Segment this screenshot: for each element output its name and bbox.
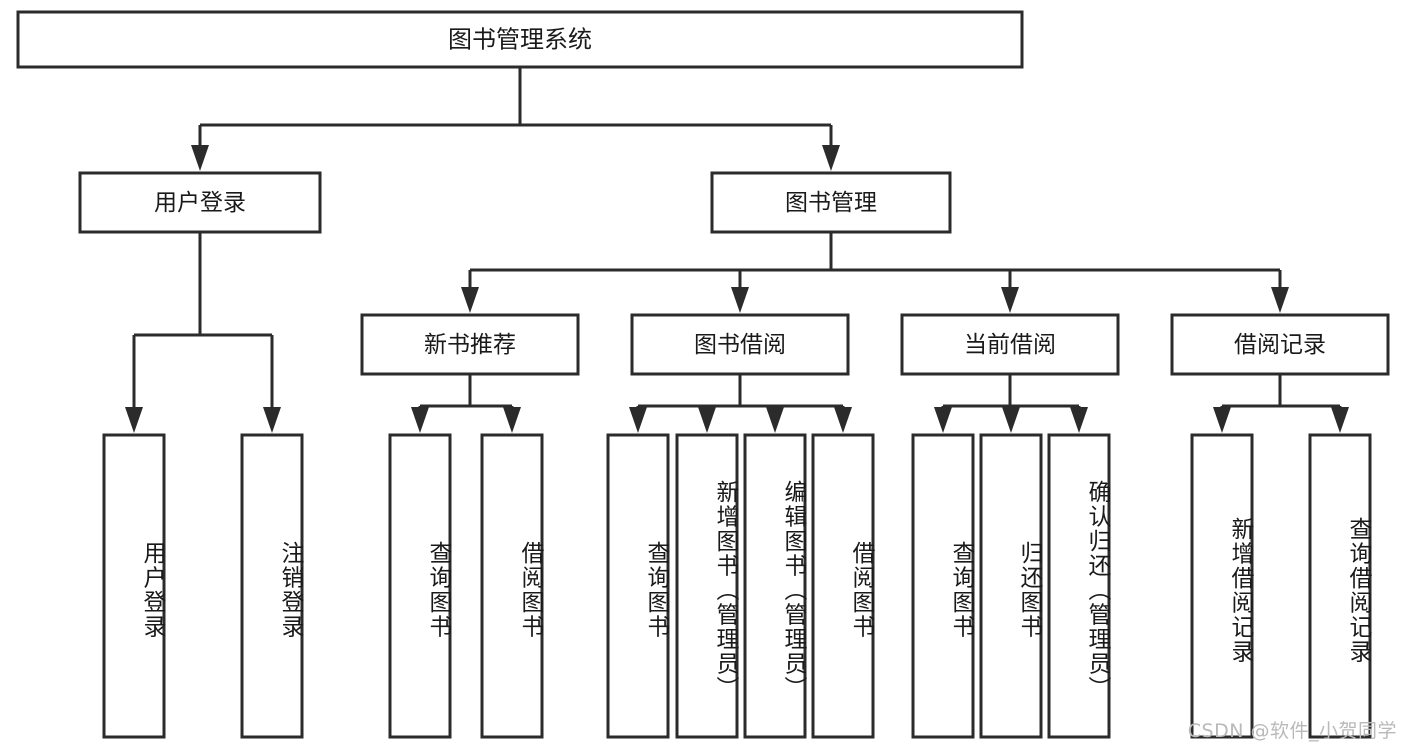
node-leaf-box-1[interactable] bbox=[240, 433, 304, 739]
arrow-head-icon bbox=[125, 407, 143, 433]
node-level1-box-1[interactable] bbox=[710, 171, 952, 234]
node-leaf-box-0[interactable] bbox=[102, 433, 166, 739]
arrow-head-icon bbox=[698, 407, 716, 433]
arrow-head-icon bbox=[1271, 287, 1289, 313]
node-leaf-box-12[interactable] bbox=[1308, 433, 1372, 739]
arrow-head-icon bbox=[1001, 287, 1019, 313]
arrow-head-icon bbox=[731, 287, 749, 313]
arrow-head-icon bbox=[1213, 407, 1231, 433]
node-leaf-box-6[interactable] bbox=[743, 433, 807, 739]
node-level1-box-0[interactable] bbox=[78, 171, 322, 234]
node-level2-box-0[interactable] bbox=[360, 313, 580, 376]
node-level2-label-2: 当前借阅 bbox=[964, 332, 1056, 358]
arrow-head-icon bbox=[461, 287, 479, 313]
node-level2-box-2[interactable] bbox=[900, 313, 1120, 376]
node-leaf-box-8[interactable] bbox=[911, 433, 975, 739]
node-level2-label-3: 借阅记录 bbox=[1234, 332, 1326, 358]
watermark-text: CSDN @软件_小贺同学 bbox=[1187, 720, 1397, 742]
arrow-head-icon bbox=[834, 407, 852, 433]
node-box-layer bbox=[16, 10, 1390, 739]
connector-layer bbox=[125, 67, 1349, 433]
node-level2-label-0: 新书推荐 bbox=[424, 332, 516, 358]
arrow-head-icon bbox=[1002, 407, 1020, 433]
arrow-head-icon bbox=[1331, 407, 1349, 433]
node-leaf-box-11[interactable] bbox=[1190, 433, 1254, 739]
node-level2-box-3[interactable] bbox=[1170, 313, 1390, 376]
node-level1-label-1: 图书管理 bbox=[785, 190, 877, 216]
arrow-head-icon bbox=[263, 407, 281, 433]
node-leaf-box-9[interactable] bbox=[979, 433, 1043, 739]
arrow-head-icon bbox=[191, 145, 209, 171]
arrow-head-icon bbox=[629, 407, 647, 433]
arrow-head-icon bbox=[934, 407, 952, 433]
node-level2-box-1[interactable] bbox=[630, 313, 850, 376]
node-leaf-box-10[interactable] bbox=[1047, 433, 1111, 739]
node-root-label: 图书管理系统 bbox=[448, 26, 592, 54]
arrow-head-icon bbox=[822, 145, 840, 171]
node-leaf-box-5[interactable] bbox=[675, 433, 739, 739]
arrow-head-icon bbox=[503, 407, 521, 433]
node-leaf-box-3[interactable] bbox=[480, 433, 544, 739]
node-leaf-box-2[interactable] bbox=[388, 433, 452, 739]
node-level2-label-1: 图书借阅 bbox=[694, 332, 786, 358]
node-root-box[interactable] bbox=[16, 10, 1024, 69]
node-level1-label-0: 用户登录 bbox=[154, 190, 246, 216]
node-leaf-box-4[interactable] bbox=[606, 433, 670, 739]
arrow-head-icon bbox=[411, 407, 429, 433]
node-leaf-box-7[interactable] bbox=[811, 433, 875, 739]
arrow-head-icon bbox=[766, 407, 784, 433]
arrow-head-icon bbox=[1070, 407, 1088, 433]
